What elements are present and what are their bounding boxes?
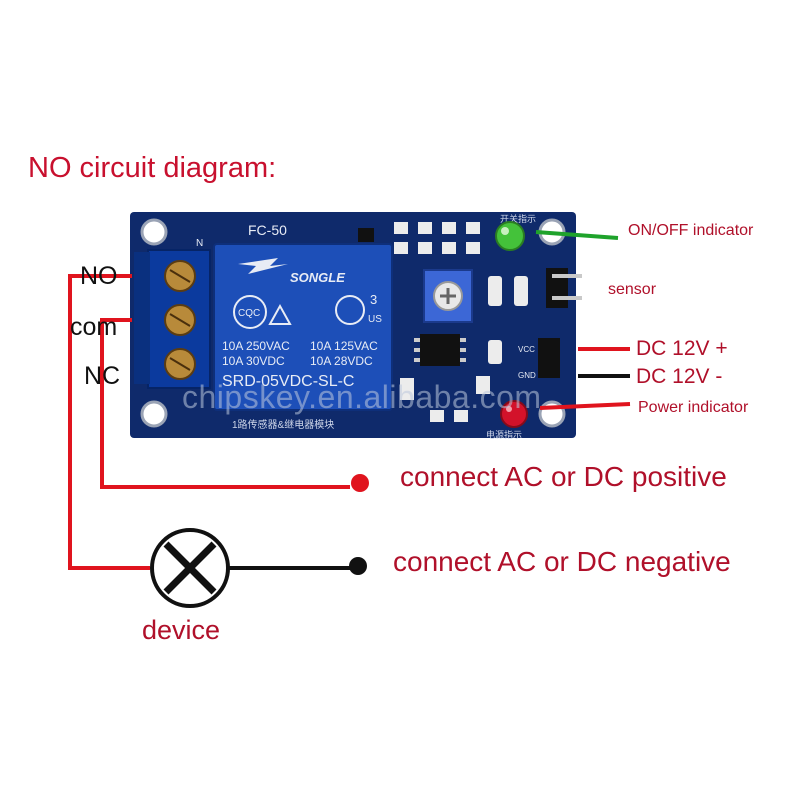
watermark: chipskey.en.alibaba.com (182, 379, 542, 415)
negative-terminal-dot (349, 557, 367, 575)
power-indicator-label: Power indicator (638, 399, 749, 416)
relay-brand: SONGLE (290, 270, 345, 285)
positive-terminal-dot (351, 474, 369, 492)
relay-rating-3: 10A 30VDC (222, 354, 285, 368)
sensor-label: sensor (608, 281, 657, 298)
terminal-no-label: NO (80, 262, 118, 290)
ic-chip (420, 334, 460, 366)
relay-rating-2: 10A 125VAC (310, 339, 378, 353)
pin-gnd-label: GND (518, 371, 536, 380)
dc-plus-label: DC 12V + (636, 337, 728, 360)
songle-logo-icon (238, 258, 288, 274)
relay-body (213, 243, 393, 411)
power-wire (539, 402, 631, 410)
ul-mark: 3 (370, 292, 377, 307)
device-label: device (142, 615, 221, 645)
connect-negative-label: connect AC or DC negative (393, 546, 731, 577)
led-green (495, 221, 525, 251)
board-chinese-label: 1路传感器&继电器模块 (232, 418, 334, 431)
ul-logo-icon (335, 295, 365, 325)
terminal-com-label: com (70, 313, 118, 341)
relay-rating-1: 10A 250VAC (222, 339, 290, 353)
onoff-indicator-label: ON/OFF indicator (628, 222, 754, 239)
bottom-chinese-label: 电源指示 (486, 429, 522, 440)
mount-hole-bl (140, 400, 168, 428)
relay-part-number: SRD-05VDC-SL-C (222, 373, 354, 390)
pin-vcc-label: VCC (518, 345, 535, 354)
dc-minus-label: DC 12V - (636, 365, 723, 388)
relay-rating-4: 10A 28VDC (310, 354, 373, 368)
terminal-nc-label: NC (84, 362, 121, 390)
warning-triangle-icon (268, 303, 292, 325)
diagram-title: NO circuit diagram: (28, 152, 277, 184)
cqc-mark: CQC (238, 308, 260, 319)
mount-hole-tl (140, 218, 168, 246)
power-header (538, 338, 560, 378)
pin-n-label: N (196, 238, 203, 249)
com-wire (100, 318, 350, 489)
board-model: FC-50 (248, 222, 287, 238)
us-mark: US (368, 314, 382, 325)
onoff-wire (535, 230, 619, 240)
connect-positive-label: connect AC or DC positive (400, 461, 727, 492)
top-chinese-label: 开关指示 (500, 213, 536, 224)
no-wire (68, 274, 150, 570)
cqc-logo-icon (233, 295, 267, 329)
